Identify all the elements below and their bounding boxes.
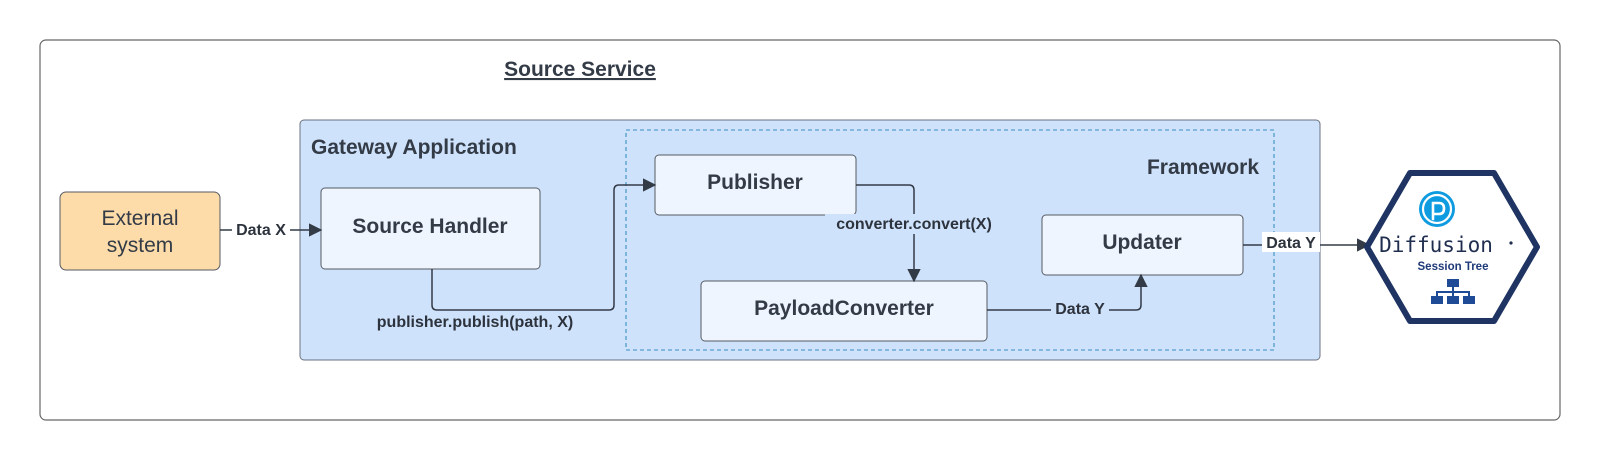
diffusion-subtitle: Session Tree: [1418, 261, 1489, 273]
edge-label-bg: [1262, 232, 1320, 252]
source-handler-label: Source Handler: [352, 215, 507, 238]
registered-mark: [1509, 241, 1513, 245]
edge-converter-to-updater: [987, 273, 1148, 311]
edge-label-data-y-outer: Data Y: [1266, 235, 1316, 252]
diffusion-brand-text: Diffusion: [1379, 233, 1493, 257]
updater-label: Updater: [1102, 231, 1181, 254]
edge-label-bg: [825, 214, 1003, 234]
external-system-node: [59, 191, 221, 271]
edge-handler-to-publisher: [431, 178, 657, 311]
payload-converter-node: [700, 280, 988, 342]
diffusion-hexagon: [1364, 170, 1540, 324]
edge-label-convert: converter.convert(X): [836, 216, 992, 233]
diffusion-session-tree: Diffusion Session Tree: [1364, 170, 1540, 324]
hierarchy-icon: [1431, 279, 1475, 304]
edge-label-data-x: Data X: [236, 222, 286, 239]
diffusion-logo-icon: [1419, 191, 1455, 227]
edge-publisher-to-converter: [856, 184, 921, 283]
external-system-label: External: [101, 207, 178, 230]
edge-label-data-y-inner: Data Y: [1055, 301, 1105, 318]
external-system-label-line2: system: [107, 234, 174, 257]
source-service-title: Source Service: [504, 58, 656, 81]
payload-converter-label: PayloadConverter: [754, 297, 934, 320]
publisher-label: Publisher: [707, 171, 803, 194]
edge-label-publish: publisher.publish(path, X): [377, 314, 573, 331]
edge-label-bg: [232, 219, 290, 239]
gateway-application-title: Gateway Application: [311, 136, 517, 159]
framework-title: Framework: [1147, 156, 1259, 179]
edge-label-bg: [1051, 298, 1109, 318]
